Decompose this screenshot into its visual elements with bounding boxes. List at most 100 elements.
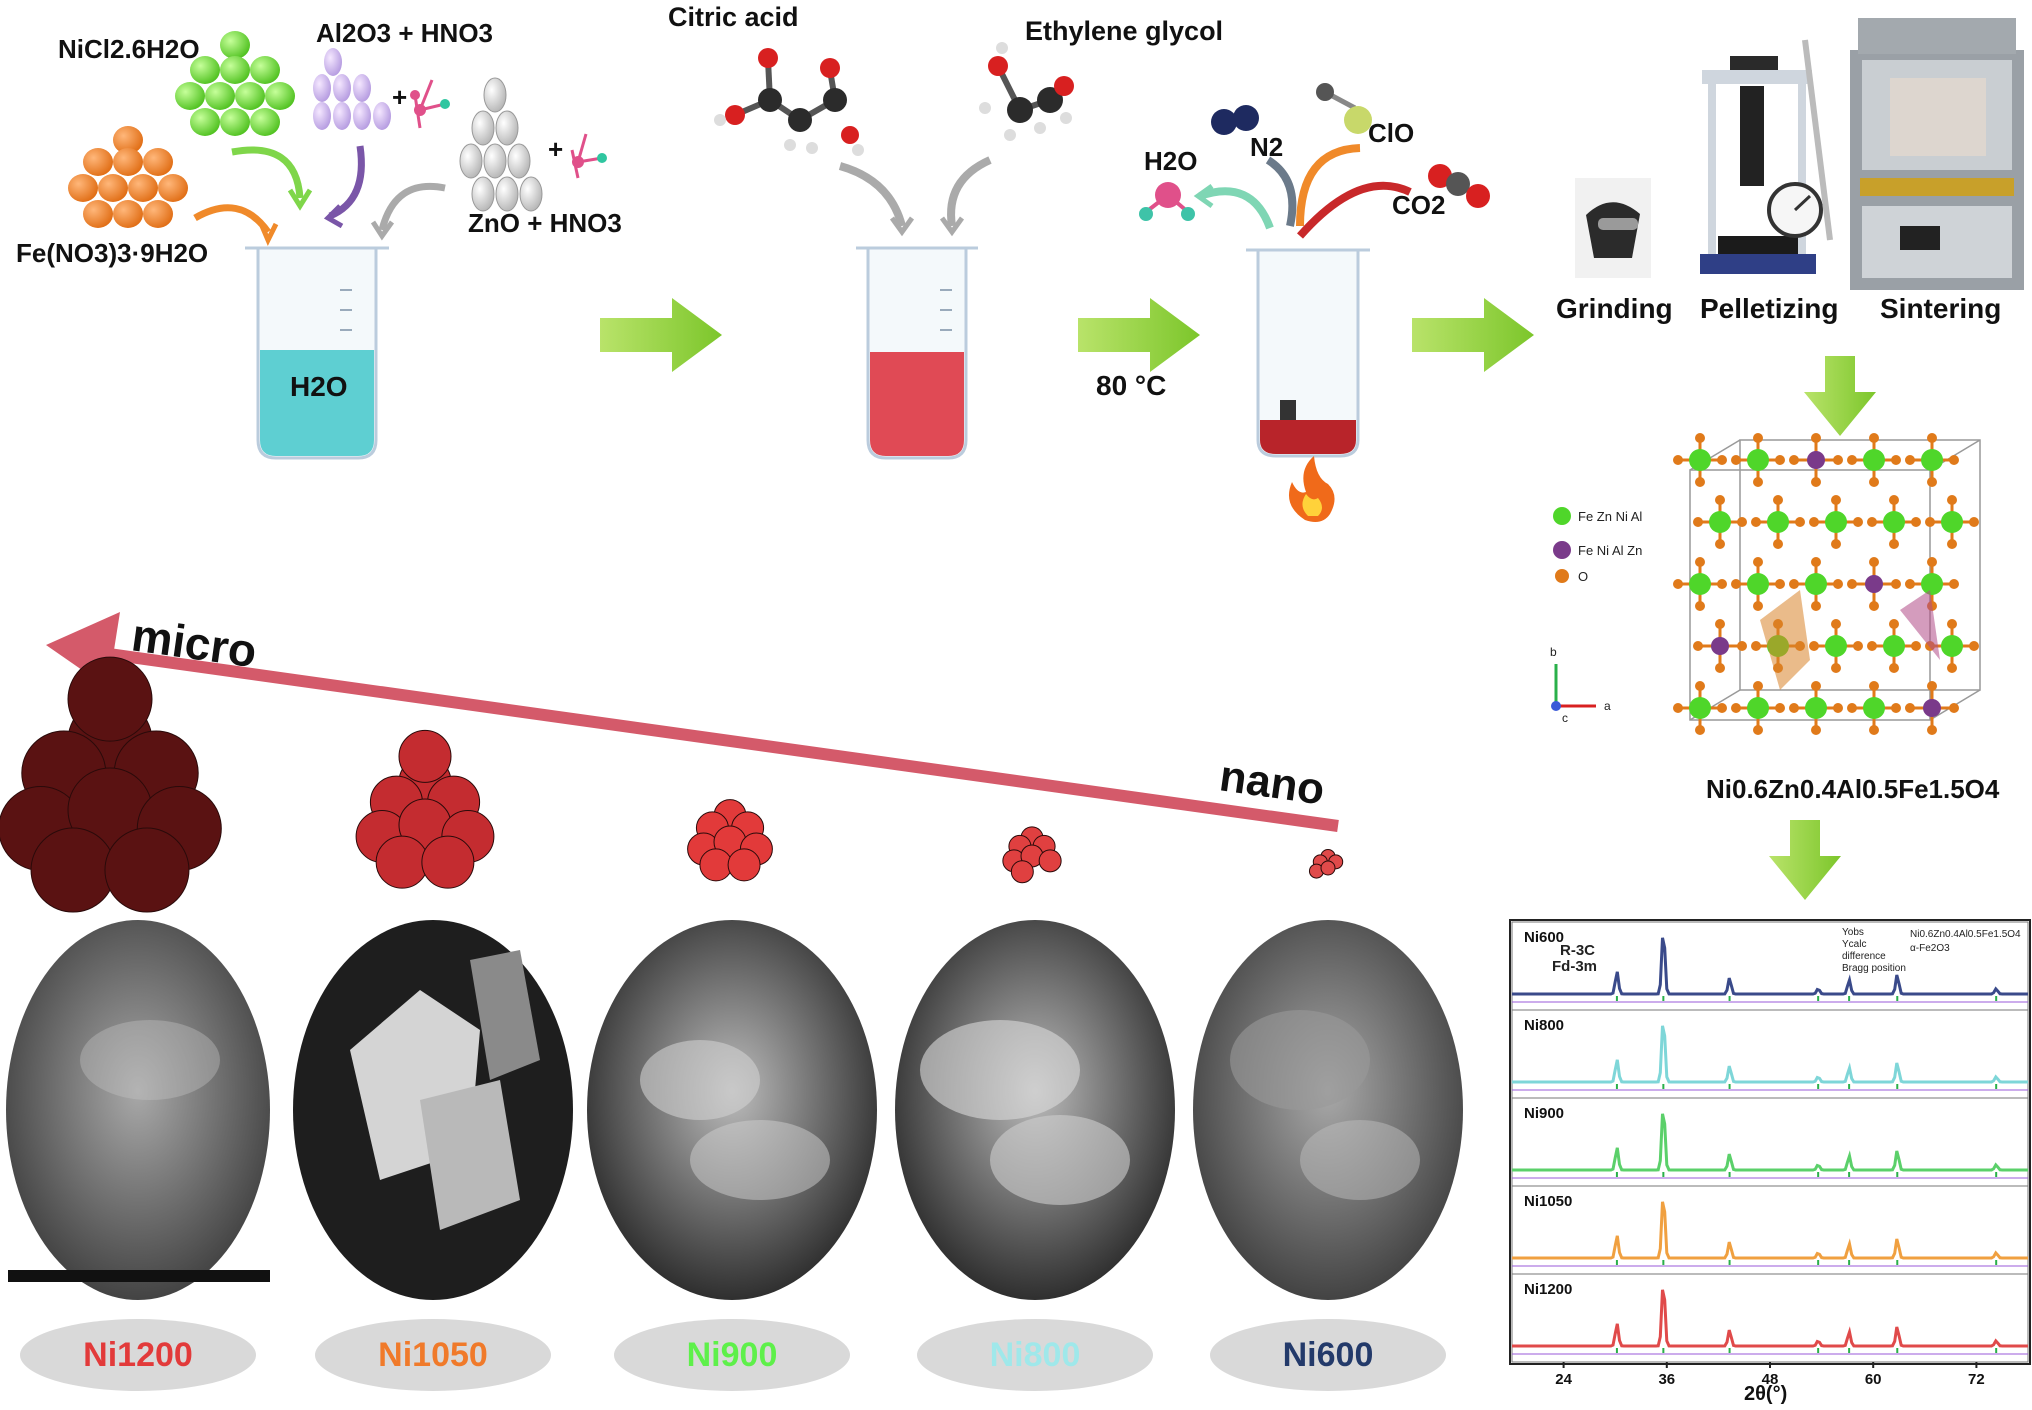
sample-name: Ni800 xyxy=(990,1336,1081,1374)
ethylene-glycol-molecule-icon xyxy=(979,42,1074,141)
crystal-legend-octa: Fe Ni Al Zn xyxy=(1578,543,1642,558)
sem-image-ni1050 xyxy=(293,920,573,1300)
xrd-panel-ni800: Ni800 xyxy=(1511,1009,2029,1099)
fe-nitrate-label: Fe(NO3)3·9H2O xyxy=(16,238,208,268)
citric-acid-molecule-icon xyxy=(714,48,864,156)
xrd-x-label: 2θ(°) xyxy=(1744,1383,1787,1405)
xrd-tick-label: 24 xyxy=(1555,1371,1572,1388)
beaker-combustion xyxy=(1246,248,1370,458)
sample-name: Ni1050 xyxy=(378,1336,488,1374)
xrd-panel-label: Ni800 xyxy=(1524,1017,1564,1034)
gas-h2o-label: H2O xyxy=(1144,146,1197,176)
particle-cluster-3 xyxy=(1002,826,1062,884)
xrd-tick-label: 72 xyxy=(1968,1371,1985,1388)
xrd-phase-hematite: α-Fe2O3 xyxy=(1910,943,1950,954)
xrd-panel-ni600: Ni600 xyxy=(1511,921,2029,1011)
sem-image-ni800 xyxy=(895,920,1175,1300)
xrd-panel-ni900: Ni900 xyxy=(1511,1097,2029,1187)
xrd-panel-label: Ni600 xyxy=(1524,929,1564,946)
beaker-water: H2O xyxy=(245,246,389,460)
xrd-tick-label: 36 xyxy=(1658,1371,1675,1388)
sample-pill-ni900: Ni900 xyxy=(614,1319,850,1391)
process-arrow-2 xyxy=(1078,298,1200,372)
down-arrow-1 xyxy=(1804,356,1876,436)
xrd-panel-ni1200: Ni1200 xyxy=(1511,1273,2029,1363)
nicl2-label: NiCl2.6H2O xyxy=(58,34,200,64)
gas-co2-label: CO2 xyxy=(1392,190,1445,220)
mortar-icon xyxy=(1575,178,1651,278)
citric-acid-label: Citric acid xyxy=(668,2,799,32)
crystal-structure: Fe Zn Ni Al Fe Ni Al Zn O b a c xyxy=(1550,433,1981,735)
gas-release-arrows xyxy=(1193,144,1412,239)
sample-pill-ni800: Ni800 xyxy=(917,1319,1153,1391)
xrd-panel-ni1050: Ni1050 xyxy=(1511,1185,2029,1275)
furnace-icon xyxy=(1850,18,2024,290)
process-arrow-1 xyxy=(600,298,722,372)
precursor-group: + + NiCl2.6H2O Al2O3 + HNO3 F xyxy=(16,18,622,268)
particle-cluster-0 xyxy=(0,656,222,913)
particle-clusters xyxy=(0,656,1344,913)
ethylene-glycol-label: Ethylene glycol xyxy=(1025,16,1223,46)
sample-name: Ni600 xyxy=(1283,1336,1374,1374)
process-arrow-3 xyxy=(1412,298,1534,372)
zno-ovals xyxy=(459,77,543,212)
particle-cluster-2 xyxy=(687,799,773,882)
sample-pill-ni1050: Ni1050 xyxy=(315,1319,551,1391)
nano-label: nano xyxy=(1217,751,1328,814)
zno-label: ZnO + HNO3 xyxy=(468,208,622,238)
xrd-legend-ycalc: Ycalc xyxy=(1842,939,1866,950)
gas-n2-label: N2 xyxy=(1250,132,1283,162)
xrd-legend-diff: difference xyxy=(1842,951,1886,962)
mixing-arrows xyxy=(838,156,992,237)
crystal-legend-tetra: Fe Zn Ni Al xyxy=(1578,509,1642,524)
xrd-legend-bragg: Bragg position xyxy=(1842,963,1906,974)
formula-label: Ni0.6Zn0.4Al0.5Fe1.5O4 xyxy=(1706,774,2000,804)
xrd-tick-label: 60 xyxy=(1865,1371,1882,1388)
gas-molecules xyxy=(1139,83,1490,221)
pellet-press-icon xyxy=(1700,39,1833,274)
xrd-panel-label: Ni1200 xyxy=(1524,1281,1572,1298)
hno3-molecule-icon: + + xyxy=(392,79,607,179)
step-sintering-label: Sintering xyxy=(1880,293,2001,324)
xrd-x-ticks: 24 36 48 60 72 xyxy=(1555,1362,1985,1388)
sem-image-ni1200 xyxy=(6,920,270,1300)
axis-c-label: c xyxy=(1562,711,1568,725)
axis-b-label: b xyxy=(1550,645,1557,659)
dissolve-arrows xyxy=(193,145,446,246)
down-arrow-2 xyxy=(1769,820,1841,900)
svg-text:+: + xyxy=(392,82,407,112)
xrd-panel-label: Ni900 xyxy=(1524,1105,1564,1122)
xrd-phase-spinel: Ni0.6Zn0.4Al0.5Fe1.5O4 xyxy=(1910,929,2021,940)
step-grinding-label: Grinding xyxy=(1556,293,1673,324)
xrd-legend-yobs: Yobs xyxy=(1842,927,1864,938)
sem-image-ni900 xyxy=(587,920,877,1300)
xrd-structure-fd3m: Fd-3m xyxy=(1552,958,1597,975)
beaker-water-label: H2O xyxy=(290,371,348,402)
fe-nitrate-balls xyxy=(68,126,188,228)
sem-image-ni600 xyxy=(1193,920,1463,1300)
lattice-atoms xyxy=(1673,433,1979,735)
al2o3-ovals xyxy=(313,48,391,130)
nicl2-balls xyxy=(175,31,295,136)
sample-name: Ni900 xyxy=(687,1336,778,1374)
al2o3-label: Al2O3 + HNO3 xyxy=(316,18,493,48)
sample-name: Ni1200 xyxy=(83,1336,193,1374)
xrd-panel-label: Ni1050 xyxy=(1524,1193,1572,1210)
particle-cluster-4 xyxy=(1308,848,1344,879)
svg-text:+: + xyxy=(548,134,563,164)
sample-pill-ni1200: Ni1200 xyxy=(20,1319,256,1391)
gas-clo-label: ClO xyxy=(1368,118,1414,148)
sample-pill-ni600: Ni600 xyxy=(1210,1319,1446,1391)
sample-labels: Ni1200 Ni1050 Ni900 Ni800 Ni600 xyxy=(20,1319,1446,1391)
axis-a-label: a xyxy=(1604,699,1611,713)
particle-cluster-1 xyxy=(355,729,495,889)
beaker-gel xyxy=(856,246,978,460)
sem-images xyxy=(6,920,1463,1300)
flame-icon xyxy=(1288,456,1335,522)
temperature-label: 80 °C xyxy=(1096,370,1166,401)
xrd-tick-label: 48 xyxy=(1762,1371,1779,1388)
